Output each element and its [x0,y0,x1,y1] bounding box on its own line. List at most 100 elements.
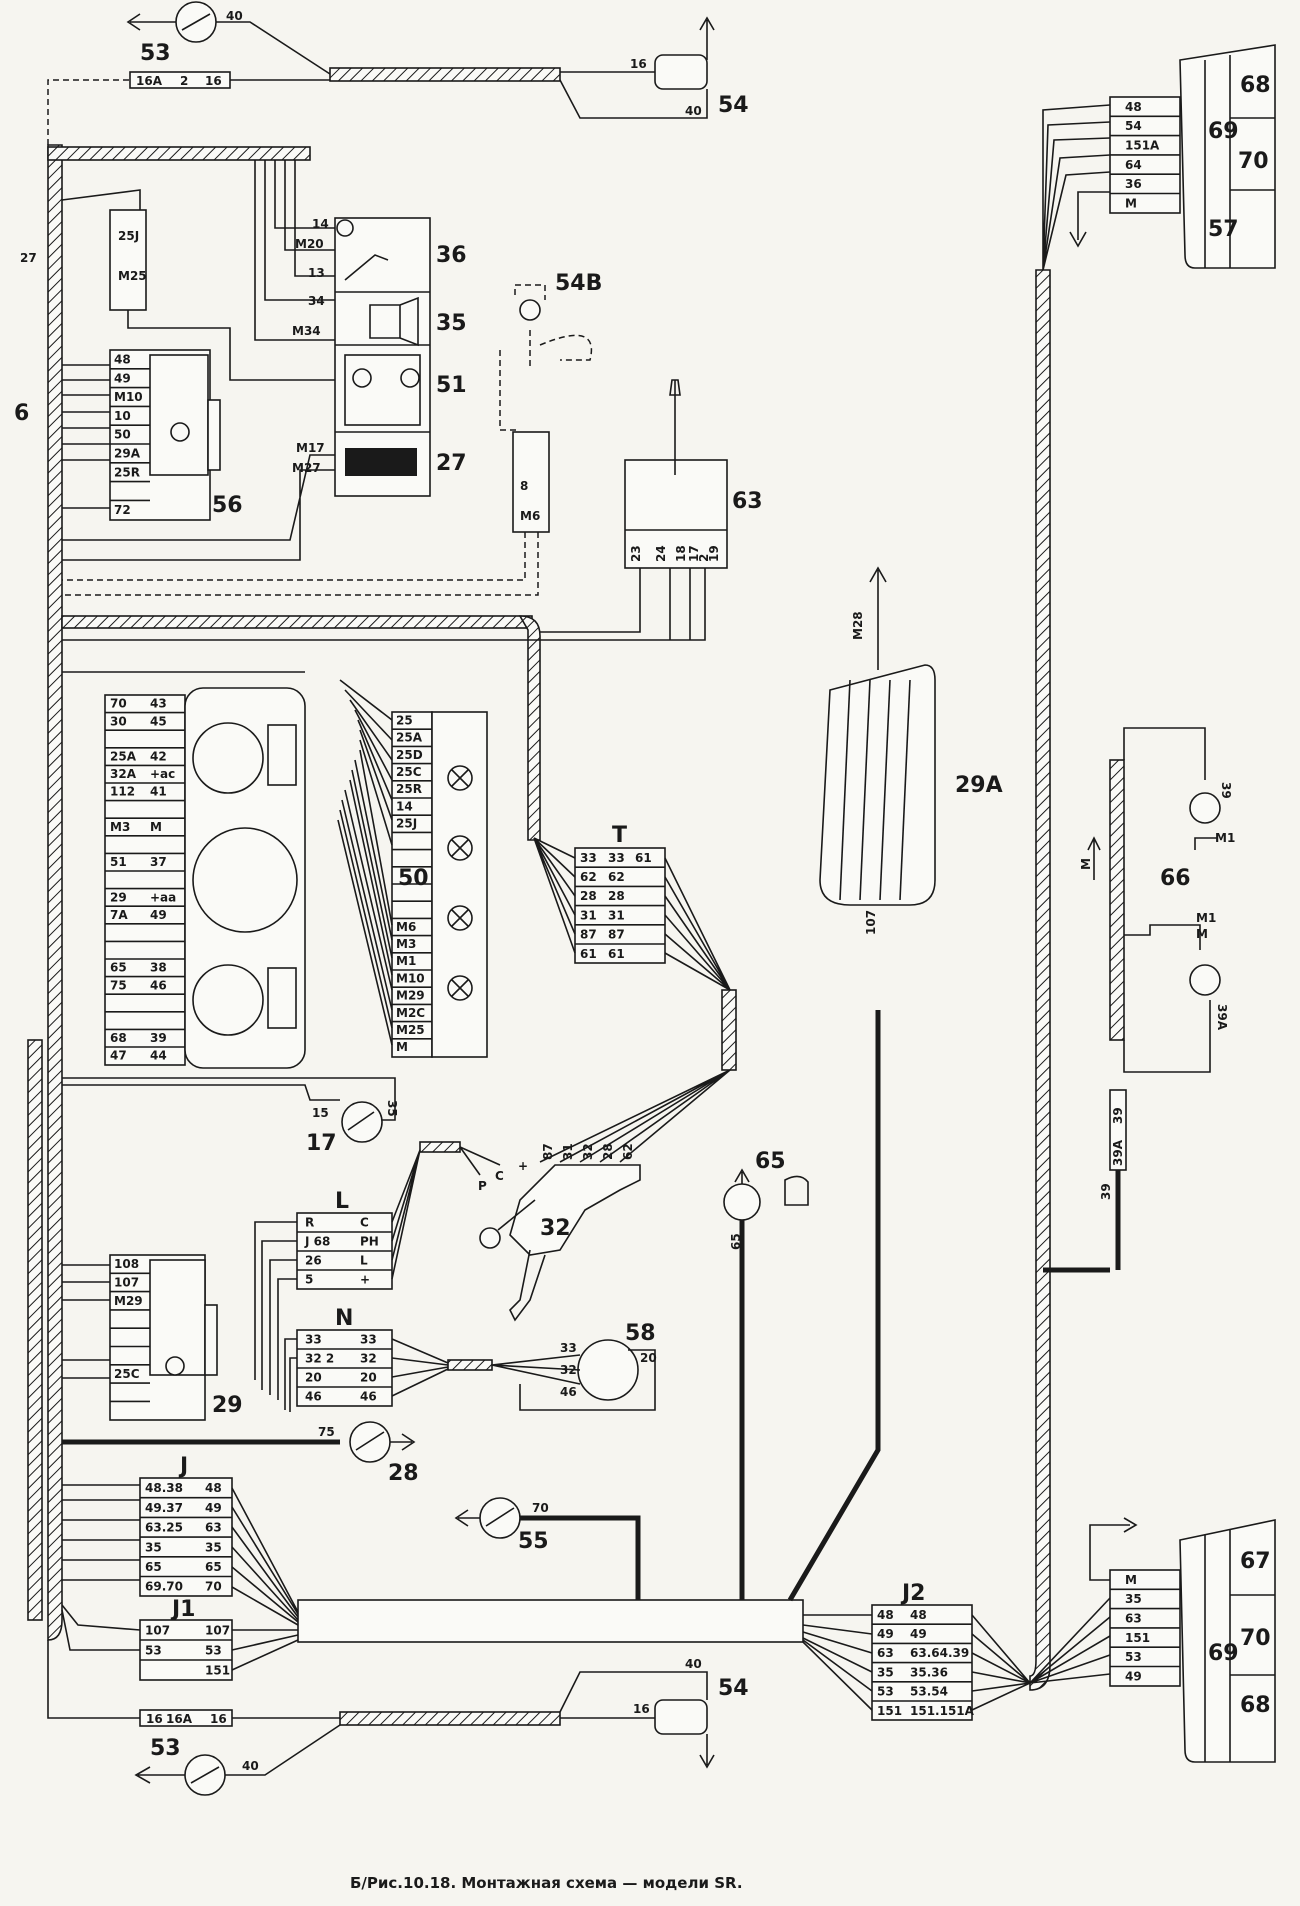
switch-32-pivot [479,1227,501,1249]
label-36: 36 [436,243,467,268]
cluster-left-cell: 46 [150,978,167,992]
connector-t-cell: 87 [580,928,597,942]
sensor-55-contact [454,1507,515,1527]
top-short-harness [329,67,561,82]
connector-t-cell: 28 [580,889,597,903]
connector-n-cell: 33 [360,1333,377,1347]
connector-j2-cell: 151.151A [910,1704,975,1718]
lamp-cluster-bottom-grid [1204,1530,1275,1762]
label-50: 50 [398,866,429,891]
fan-29a-top-lead [869,566,887,670]
top-dashed-wire [47,79,130,145]
connector-54b-lines [62,532,539,596]
relay-36-contact [336,219,354,237]
connector-25j-pin-2: M25 [118,269,147,283]
connector-69-bottom-pin: 35 [1125,1592,1142,1606]
cluster-left-cell: 7A [110,908,128,922]
connector-56-pin: 48 [114,353,131,367]
switch-54-top [654,54,708,90]
connector-56-pin: 49 [114,371,131,385]
wire-17-35: 35 [385,1100,399,1117]
connector-69-top-wires [1042,104,1111,271]
block-27-wires [62,454,335,561]
connector-l-cell: R [305,1216,314,1230]
lamp-cluster-bottom [1179,1519,1276,1763]
wire-66-39: 39 [1219,782,1233,799]
fan-louvre [879,679,891,901]
connector-69-top-pin: 64 [1125,158,1142,172]
connector-54b-pin-1: 8 [520,479,528,493]
connector-29-coil [165,1356,185,1376]
cluster-right-pin: 25J [396,817,417,831]
connector-j-cell: 49 [205,1501,222,1515]
connector-j2-cell: 151 [877,1704,902,1718]
connector-54b [512,431,550,533]
cluster-left-cell: 65 [110,961,127,975]
sensor-28 [349,1421,391,1463]
cluster-right-pin: M29 [396,989,425,1003]
connector-56-pin: 72 [114,503,131,517]
connector-56-pin: 25R [114,465,140,479]
wire-53-bottom-40: 40 [242,1759,259,1773]
cluster-harness-drop [62,671,305,1079]
switch-54-bottom-leads [559,1671,715,1769]
cluster-left-pinout [104,694,186,1066]
cluster-right-pin: 25A [396,731,423,745]
label-54-bottom: 54 [718,1676,749,1701]
relay-36-arm [344,254,389,281]
bottom-strip-wires [47,1640,340,1719]
connector-63-lever-tip [669,379,681,396]
label-27: 27 [436,451,467,476]
label-j1: J1 [170,1597,196,1622]
cluster-left-cell: 38 [150,961,167,975]
sensor-65 [723,1183,761,1221]
sensor-65-arrow [734,1168,750,1184]
label-32: 32 [540,1216,571,1241]
cluster-right-pin: M6 [396,920,416,934]
cluster-left-cell: 68 [110,1031,127,1045]
cluster-left-cell: 43 [150,697,167,711]
harness-t-drop [721,989,737,1071]
connector-j-cell: 63 [205,1521,222,1535]
connector-56-pin: M10 [114,390,143,404]
label-n: N [335,1306,353,1331]
cluster-left-cell: 29 [110,890,127,904]
label-68-top: 68 [1240,73,1271,98]
connector-j2-wires [802,1614,1031,1711]
label-54b: 54B [555,271,602,296]
fan-louvre [839,679,851,901]
connector-29-wires [62,1264,110,1379]
label-54-top: 54 [718,93,749,118]
cluster-left-cell: +ac [150,767,175,781]
label-17: 17 [306,1131,337,1156]
connector-n-cell: 46 [360,1390,377,1404]
label-53-top: 53 [140,41,171,66]
wire-53-top-run [216,21,331,75]
label-55: 55 [518,1529,549,1554]
connector-n-cell: 20 [360,1371,377,1385]
cluster-left-cell: 39 [150,1031,167,1045]
connector-t-cell: 33 [580,851,597,865]
connector-j1-cell: 107 [205,1623,230,1637]
connector-56-tab [207,399,221,471]
switch-54b-dashed [499,284,593,431]
fan-29a [819,664,936,906]
connector-j2-cell: 53 [877,1685,894,1699]
connector-j2-cell: 63 [877,1646,894,1660]
sensor-28-contact [355,1431,416,1451]
mid-harness [61,615,533,629]
sensor-17 [341,1101,383,1143]
wire-53-top-40: 40 [226,9,243,23]
connector-25j-pin-1: 25J [118,229,139,243]
label-28: 28 [388,1461,419,1486]
bottom-short-harness [339,1711,561,1726]
gauge-lower [192,964,264,1036]
connector-n-wires [284,1338,449,1412]
wire-54-bottom-16: 16 [633,1702,650,1716]
pin-27-m17: M17 [296,441,325,455]
switch-53-top-contact [181,13,211,31]
